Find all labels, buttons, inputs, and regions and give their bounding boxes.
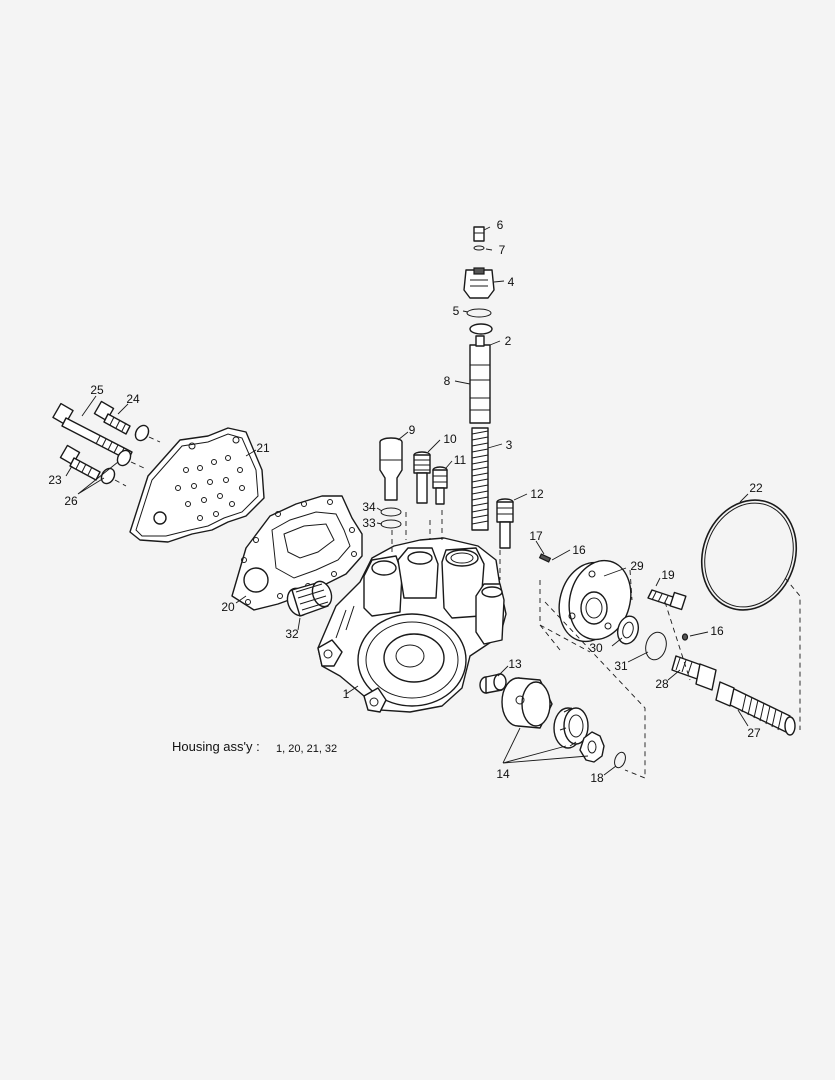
part-6-plug (473, 226, 485, 242)
part-34-o-ring (380, 507, 402, 517)
part-26-washer-b (100, 467, 116, 485)
part-1-pump-housing (317, 537, 507, 713)
part-14-gear-outer (553, 707, 589, 749)
part-33-o-ring (380, 519, 402, 529)
part-12-valve (496, 498, 514, 549)
part-31-snap-ring (645, 631, 667, 661)
part-26-washer-a (116, 449, 132, 467)
part-5-o-ring (466, 308, 492, 318)
part-10-valve (413, 451, 431, 504)
part-18-snap-ring (614, 751, 626, 769)
part-7-ring (473, 245, 485, 251)
part-14-gear-inner (579, 731, 605, 763)
part-19-bolt (647, 589, 687, 611)
part-13-bushing (479, 673, 507, 694)
part-20-gasket (231, 495, 363, 611)
part-8-spool (469, 335, 491, 424)
part-24-washer (134, 424, 150, 442)
part-27-drive-shaft (715, 681, 796, 736)
part-11-valve (432, 466, 448, 505)
part-2-washer (469, 323, 493, 335)
part-16-pin-lower (681, 633, 689, 641)
part-14-outer-ring (501, 677, 553, 729)
part-23-bolt (59, 444, 101, 481)
part-3-spring (471, 427, 489, 531)
part-4-cap-nut (463, 267, 495, 299)
part-22-large-o-ring (700, 499, 798, 611)
part-29-end-cover (558, 559, 632, 643)
part-21-cover-plate (129, 427, 265, 543)
part-24-bolt (93, 400, 131, 435)
part-30-bearing (616, 615, 640, 645)
part-9-valve (379, 437, 403, 501)
part-32-needle-bearing (286, 580, 333, 617)
part-17-pin (538, 553, 552, 563)
part-28-coupling-shaft (671, 655, 717, 691)
